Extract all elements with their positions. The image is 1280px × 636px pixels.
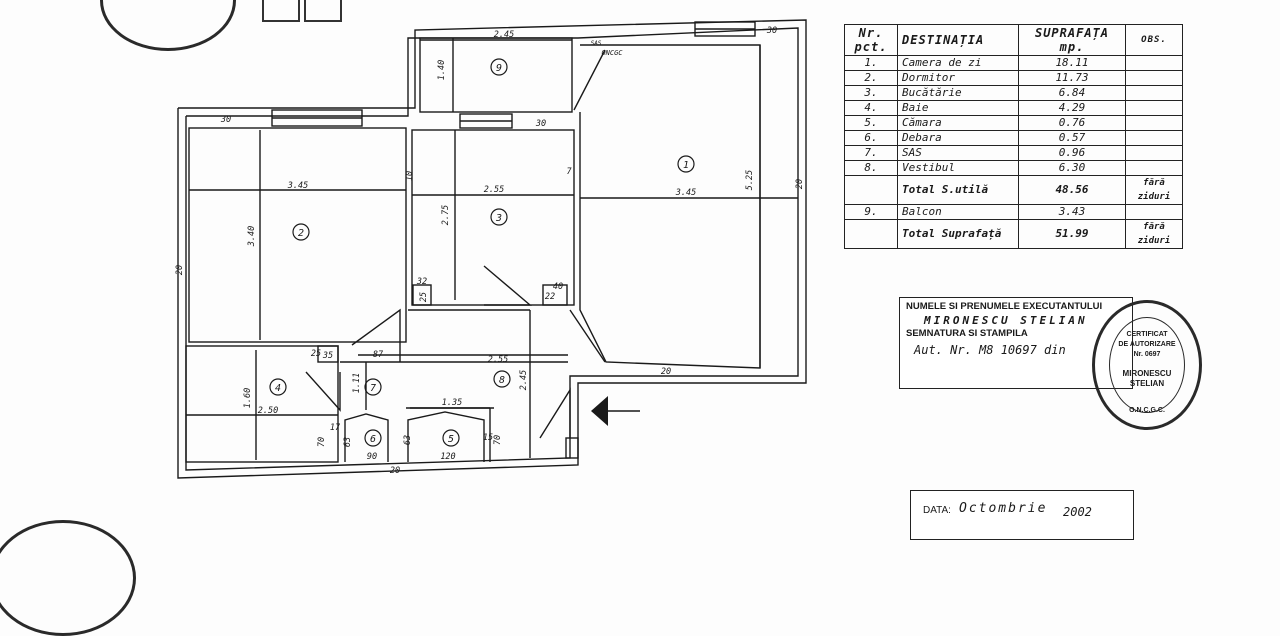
room-9-outline xyxy=(419,37,573,113)
oncgc-label: ONCGC xyxy=(601,49,623,57)
dim-label: 1.35 xyxy=(442,398,462,408)
floor-plan: 9 1 2 3 4 7 8 6 5 2.45 30 1.40 30 30 3.4… xyxy=(175,19,807,479)
room-5-number: 5 xyxy=(448,434,454,445)
outer-wall-outline xyxy=(177,19,807,479)
room-1-number: 1 xyxy=(683,160,689,171)
room-6-number: 6 xyxy=(370,434,376,445)
dim-label: 63 xyxy=(403,435,413,445)
room-7-number: 7 xyxy=(370,383,376,394)
dim-label: 2.75 xyxy=(441,205,451,225)
certification-stamp: CERTIFICAT DE AUTORIZARE Nr. 0697 MIRONE… xyxy=(1092,300,1202,430)
dim-label: 7 xyxy=(566,167,572,177)
dim-label: 3.45 xyxy=(675,188,696,198)
date-value: Octombrie xyxy=(959,501,1048,516)
dim-label: 2.50 xyxy=(258,406,278,416)
dim-label: 70 xyxy=(493,435,503,445)
executant-title: NUMELE SI PRENUMELE EXECUTANTULUI xyxy=(906,301,1103,312)
executant-name: MIRONESCU STELIAN xyxy=(924,314,1088,327)
room-2-number: 2 xyxy=(298,228,304,239)
dim-label: 35 xyxy=(322,351,333,361)
stamp-line: CERTIFICAT xyxy=(1126,331,1168,338)
room-5-outline xyxy=(407,411,485,462)
dim-label: 87 xyxy=(373,350,384,360)
dim-label: 2.45 xyxy=(494,30,514,40)
dim-label: 2.55 xyxy=(488,355,508,365)
dim-label: 5.25 xyxy=(745,170,755,190)
dim-label: 20 xyxy=(390,466,400,476)
signature-label: SEMNATURA SI STAMPILA xyxy=(906,328,1028,339)
dim-label: 1.60 xyxy=(243,388,253,408)
dim-label: 1.11 xyxy=(352,373,362,393)
sas-label: SAS xyxy=(591,40,602,47)
header-obs: OBS. xyxy=(1125,24,1183,56)
dim-label: 20 xyxy=(795,179,805,189)
dim-label: 90 xyxy=(367,452,377,462)
room-1-outline xyxy=(579,44,761,369)
dim-label: 70 xyxy=(317,437,327,447)
dim-label: 2.55 xyxy=(484,185,504,195)
room-3-number: 3 xyxy=(495,213,502,224)
stamp-line: O.N.C.G.C. xyxy=(1129,407,1165,414)
dim-label: 3.40 xyxy=(247,226,257,247)
dim-label: 120 xyxy=(440,452,455,462)
date-box: DATA: Octombrie 2002 xyxy=(910,490,1134,540)
dim-label: 25 xyxy=(419,292,429,302)
room-4-number: 4 xyxy=(275,383,281,394)
entrance-arrow-icon xyxy=(591,396,608,426)
dim-label: 20 xyxy=(661,367,671,377)
stamp-line: STELIAN xyxy=(1129,379,1165,388)
stamp-bottom-left xyxy=(0,520,136,636)
room-8-number: 8 xyxy=(499,375,505,386)
room-3-outline xyxy=(411,129,575,306)
dim-label: 25 xyxy=(311,349,321,359)
room-4-outline xyxy=(185,345,339,463)
dim-label: 32 xyxy=(416,277,427,287)
stamp-line: MIRONESCU xyxy=(1122,369,1172,378)
dim-label: 30 xyxy=(535,119,546,129)
dim-label: 30 xyxy=(766,26,777,36)
dim-label: 30 xyxy=(220,115,231,125)
dim-label: 17 xyxy=(330,423,341,433)
authorization-number: Aut. Nr. M8 10697 din xyxy=(914,343,1066,357)
room-area-table: Nr. pct. DESTINAȚIA SUPRAFAȚA mp. OBS. 1… xyxy=(844,24,1183,249)
date-year: 2002 xyxy=(1063,505,1092,519)
room-9-number: 9 xyxy=(496,63,502,74)
dim-label: 3.45 xyxy=(287,181,308,191)
dim-label: 15 xyxy=(483,433,493,443)
dim-label: 20 xyxy=(175,265,185,275)
header-suprafata: SUPRAFAȚA mp. xyxy=(1018,24,1126,56)
corner-box-a xyxy=(262,0,300,22)
stamp-line: Nr. 0697 xyxy=(1133,351,1161,358)
date-label: DATA: xyxy=(923,505,951,516)
dim-label: 2.45 xyxy=(519,370,529,390)
corner-box-n xyxy=(304,0,342,22)
dim-label: 22 xyxy=(545,292,555,302)
outer-wall-inner xyxy=(185,27,799,471)
header-nr: Nr. pct. xyxy=(844,24,898,56)
dim-label: 63 xyxy=(343,437,353,447)
header-destinatia: DESTINAȚIA xyxy=(897,24,1019,56)
dim-label: 10 xyxy=(405,171,415,181)
dim-label: 1.40 xyxy=(437,60,447,80)
stamp-line: DE AUTORIZARE xyxy=(1118,341,1176,348)
room-6-outline xyxy=(344,413,389,462)
dim-label: 40 xyxy=(553,282,563,292)
room-2-outline xyxy=(188,127,407,343)
